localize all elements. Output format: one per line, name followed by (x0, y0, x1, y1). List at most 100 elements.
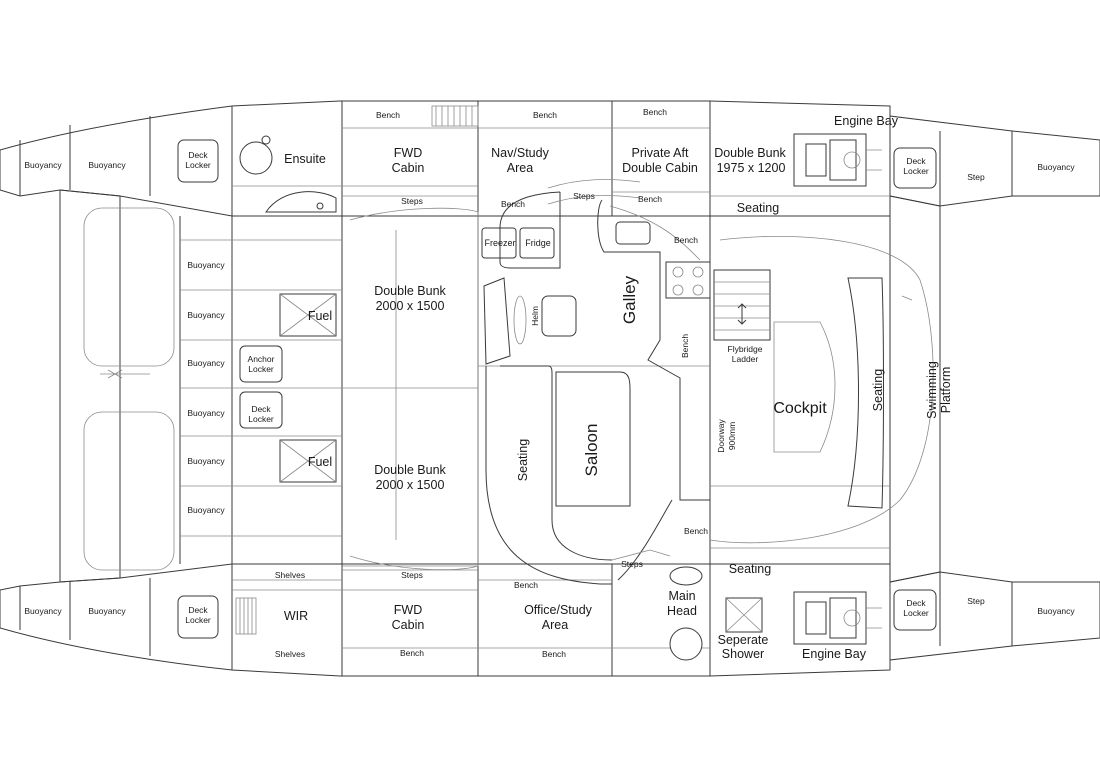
label-private-aft-cabin: Private Aft (632, 146, 689, 160)
label-bench: Bench (638, 194, 662, 204)
label-seating: Seating (516, 439, 530, 481)
label-fuel: Fuel (308, 309, 332, 323)
svg-text:Locker: Locker (903, 608, 929, 618)
svg-text:2000 x 1500: 2000 x 1500 (376, 478, 445, 492)
label-bench: Bench (643, 107, 667, 117)
label-buoyancy: Buoyancy (187, 456, 225, 466)
label-bench: Bench (400, 648, 424, 658)
svg-text:Locker: Locker (185, 160, 211, 170)
label-bench: Bench (376, 110, 400, 120)
stove (665, 261, 711, 299)
svg-text:Locker: Locker (248, 414, 274, 424)
label-bench: Bench (684, 526, 708, 536)
label-steps: Steps (401, 196, 423, 206)
label-main-head: Main (668, 589, 695, 603)
label-shelves: Shelves (275, 570, 305, 580)
room-labels: Buoyancy Buoyancy Buoyancy Buoyancy Deck… (24, 107, 1075, 661)
hull-outlines (0, 100, 1100, 677)
svg-text:Area: Area (542, 618, 568, 632)
label-double-bunk: Double Bunk (374, 284, 446, 298)
label-swimming-platform: Swimming (925, 361, 939, 419)
label-steps: Steps (621, 559, 643, 569)
label-engine-bay: Engine Bay (834, 114, 899, 128)
svg-text:Double Cabin: Double Cabin (622, 161, 698, 175)
label-engine-bay: Engine Bay (802, 647, 867, 661)
label-shower: Seperate (718, 633, 769, 647)
label-fwd-cabin: FWD (394, 146, 422, 160)
label-bench: Bench (542, 649, 566, 659)
deck-locker-box (177, 139, 219, 183)
label-deck-locker: Deck (906, 156, 926, 166)
ensuite-toilet (239, 141, 273, 175)
label-office-study: Office/Study (524, 603, 593, 617)
label-double-bunk-aft: Double Bunk (714, 146, 786, 160)
label-seating: Seating (729, 562, 771, 576)
label-buoyancy: Buoyancy (88, 160, 126, 170)
saloon-table (555, 371, 631, 507)
label-bench: Bench (533, 110, 557, 120)
label-nav-study: Nav/Study (491, 146, 549, 160)
label-helm: Helm (530, 306, 540, 326)
svg-text:Platform: Platform (939, 367, 953, 414)
label-step: Step (967, 596, 985, 606)
main-head-toilet (669, 627, 703, 661)
svg-text:2000 x 1500: 2000 x 1500 (376, 299, 445, 313)
label-bench: Bench (501, 199, 525, 209)
svg-text:Locker: Locker (248, 364, 274, 374)
label-step: Step (967, 172, 985, 182)
label-flybridge-ladder: Flybridge (728, 344, 763, 354)
svg-text:Shower: Shower (722, 647, 764, 661)
cockpit-seating (847, 277, 884, 509)
label-buoyancy: Buoyancy (24, 160, 62, 170)
svg-text:Head: Head (667, 604, 697, 618)
label-buoyancy: Buoyancy (1037, 606, 1075, 616)
label-bench: Bench (514, 580, 538, 590)
label-buoyancy: Buoyancy (187, 358, 225, 368)
svg-text:1975 x 1200: 1975 x 1200 (717, 161, 786, 175)
label-seating: Seating (871, 369, 885, 411)
label-steps: Steps (573, 191, 595, 201)
label-shelves: Shelves (275, 649, 305, 659)
label-buoyancy: Buoyancy (88, 606, 126, 616)
label-steps: Steps (401, 570, 423, 580)
engine-bottom (793, 591, 882, 645)
label-deck-locker: Deck (251, 404, 271, 414)
label-doorway: Doorway (716, 418, 726, 452)
svg-text:Locker: Locker (903, 166, 929, 176)
label-ensuite: Ensuite (284, 152, 326, 166)
label-buoyancy: Buoyancy (187, 505, 225, 515)
label-fuel: Fuel (308, 455, 332, 469)
label-deck-locker: Deck (188, 150, 208, 160)
label-anchor-locker: Anchor (248, 354, 275, 364)
label-buoyancy: Buoyancy (1037, 162, 1075, 172)
label-buoyancy: Buoyancy (24, 606, 62, 616)
label-saloon: Saloon (582, 424, 601, 477)
label-bench: Bench (680, 334, 690, 358)
label-buoyancy: Buoyancy (187, 408, 225, 418)
label-fwd-cabin: FWD (394, 603, 422, 617)
label-bench: Bench (674, 235, 698, 245)
label-wir: WIR (284, 609, 308, 623)
svg-text:Cabin: Cabin (392, 618, 425, 632)
svg-text:Cabin: Cabin (392, 161, 425, 175)
label-fridge: Fridge (525, 238, 551, 248)
label-seating: Seating (737, 201, 779, 215)
bridgedeck-outline (59, 189, 121, 583)
label-cockpit: Cockpit (773, 400, 827, 417)
label-deck-locker: Deck (188, 605, 208, 615)
svg-text:Locker: Locker (185, 615, 211, 625)
label-buoyancy: Buoyancy (187, 260, 225, 270)
svg-text:Area: Area (507, 161, 533, 175)
svg-text:900mm: 900mm (727, 422, 737, 450)
label-galley: Galley (620, 275, 639, 324)
label-freezer: Freezer (484, 238, 515, 248)
label-buoyancy: Buoyancy (187, 310, 225, 320)
swimming-platform (889, 195, 941, 583)
svg-text:Ladder: Ladder (732, 354, 759, 364)
label-deck-locker: Deck (906, 598, 926, 608)
label-double-bunk: Double Bunk (374, 463, 446, 477)
fixtures (177, 105, 941, 661)
helm-seat (541, 295, 577, 337)
engine-top (793, 133, 882, 187)
